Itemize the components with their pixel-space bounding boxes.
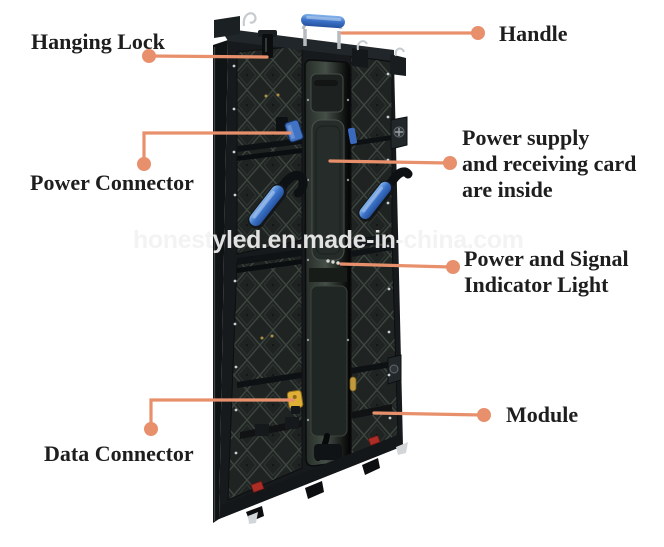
corner-hook-left <box>242 12 257 27</box>
module-label: Module <box>506 402 579 427</box>
hanging-lock-pin <box>258 30 277 58</box>
power-signal-dot <box>446 260 460 274</box>
hanging-lock-label: Hanging Lock <box>31 29 165 54</box>
data-connector-dot <box>144 422 158 436</box>
data-connector-leader <box>149 398 295 429</box>
bottom-rail <box>219 434 408 524</box>
data-connector-part <box>286 376 357 414</box>
top-handle <box>301 13 345 49</box>
led-cabinet <box>213 12 413 524</box>
back-grip-left <box>247 170 308 229</box>
hanging-lock-dot <box>142 49 156 63</box>
callout-leader-lines <box>142 31 484 429</box>
hanging-lock-leader <box>147 54 269 59</box>
power-supply-leader <box>328 159 450 165</box>
handle-label: Handle <box>499 21 568 46</box>
spine-screws <box>306 98 350 422</box>
power-signal-label: Power and Signal Indicator Light <box>464 246 629 298</box>
handle-grip <box>301 13 345 29</box>
power-supply-label-line2: and receiving card <box>462 151 637 176</box>
power-supply-label-line1: Power supply <box>462 125 590 150</box>
edge-flanges <box>387 116 408 385</box>
power-supply-dot <box>443 156 457 170</box>
handle-dot <box>471 26 485 40</box>
data-connector-label: Data Connector <box>44 441 194 466</box>
callout-dots <box>137 26 491 436</box>
power-connector-dot <box>137 157 151 171</box>
gold-pins <box>260 93 280 340</box>
module-dot <box>477 408 491 422</box>
power-connector-leader <box>142 131 292 162</box>
back-grip-right <box>358 167 413 222</box>
cabinet-side-rail <box>213 40 228 523</box>
power-supply-label-line3: are inside <box>462 177 553 202</box>
power-signal-label-line2: Indicator Light <box>464 272 609 297</box>
power-signal-leader <box>339 262 453 269</box>
power-connector-label: Power Connector <box>30 170 194 195</box>
corner-hook-right <box>394 47 405 57</box>
corner-hook-mid <box>356 40 368 51</box>
power-supply-label: Power supply and receiving card are insi… <box>462 125 636 203</box>
edge-screws <box>232 64 392 455</box>
power-connector-part <box>276 117 358 145</box>
indicator-lights <box>326 259 340 265</box>
module-leader <box>372 411 484 417</box>
mounting-bars <box>237 135 392 439</box>
power-signal-label-line1: Power and Signal <box>464 246 629 271</box>
